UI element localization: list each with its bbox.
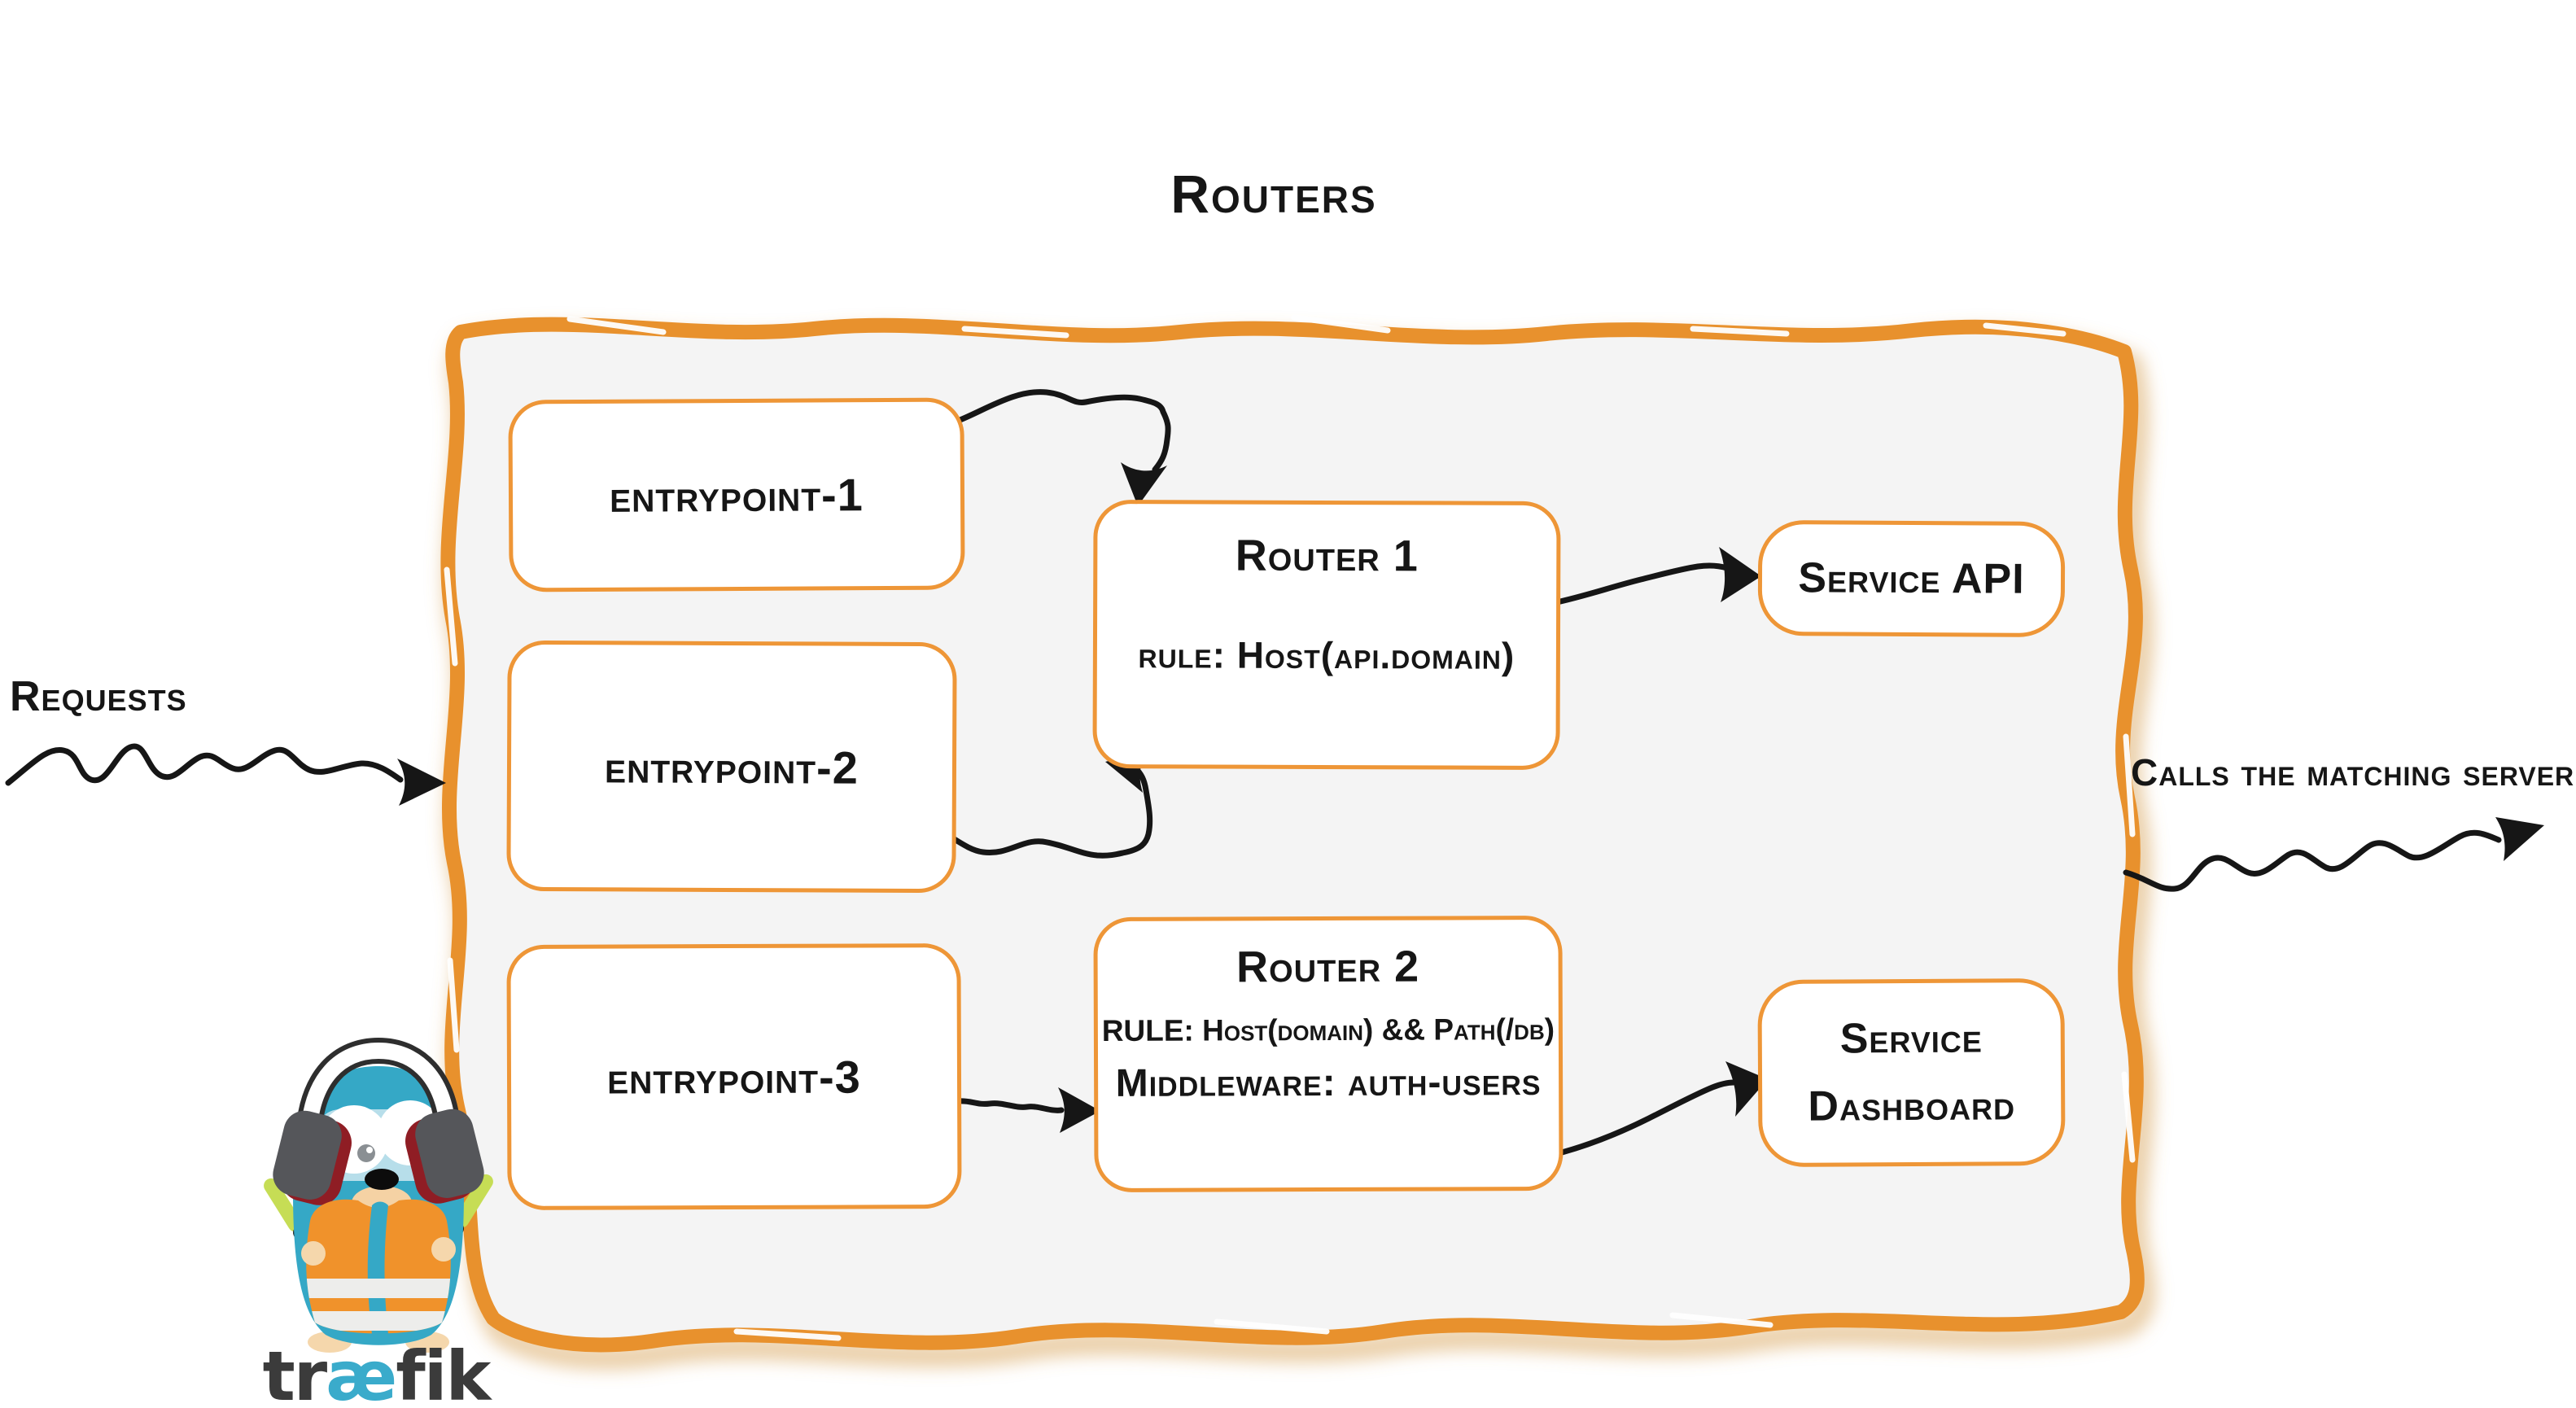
service-api-box: Service API xyxy=(1757,520,2066,637)
router-2-middleware: Middleware: auth-users xyxy=(1115,1060,1542,1105)
calls-matching-server-label: Calls the matching server xyxy=(2131,751,2575,794)
border-texture-streaks xyxy=(444,314,2136,1341)
entrypoint-3-label: entrypoint-3 xyxy=(607,1050,861,1104)
gopher-hand xyxy=(431,1237,456,1262)
entrypoint1-to-router1-arrow xyxy=(955,389,1171,473)
vest-middle-gap xyxy=(367,1201,388,1334)
router2-to-service-dashboard-arrow xyxy=(1559,1079,1737,1156)
entrypoint-1-box: entrypoint-1 xyxy=(508,397,965,592)
entrypoint2-to-router1-arrow xyxy=(939,764,1153,859)
entrypoint-2-box: entrypoint-2 xyxy=(506,640,957,894)
vest-stripes xyxy=(306,1279,451,1331)
service-dashboard-label-line1: Service xyxy=(1839,1014,1983,1063)
router-2-name: Router 2 xyxy=(1236,942,1420,992)
router-1-rule: rule: Host(api.domain) xyxy=(1138,633,1515,677)
wordmark-ae: æ xyxy=(326,1336,397,1408)
requests-label: Requests xyxy=(10,673,187,720)
calls-arrow xyxy=(2123,829,2502,892)
gopher-hand xyxy=(301,1241,326,1266)
headphone-earcup-left xyxy=(273,1110,352,1205)
router-1-box: Router 1 rule: Host(api.domain) xyxy=(1092,499,1561,771)
entrypoint-1-label: entrypoint-1 xyxy=(609,468,864,522)
service-dashboard-label-line2: Dashboard xyxy=(1808,1082,2016,1130)
entrypoint-3-box: entrypoint-3 xyxy=(506,943,962,1210)
gopher-pupil xyxy=(357,1144,375,1162)
router1-to-service-api-arrow xyxy=(1550,562,1730,606)
headphones-band-inner xyxy=(300,1042,457,1138)
router-2-rule: RULE: Host(domain) && Path(/db) xyxy=(1101,1012,1555,1047)
entrypoint3-to-router2-arrow xyxy=(944,1084,1065,1113)
gopher-nose xyxy=(365,1169,399,1190)
pupil-glint xyxy=(366,1147,373,1153)
service-api-label: Service API xyxy=(1798,554,2025,603)
service-dashboard-box: Service Dashboard xyxy=(1757,978,2066,1167)
entrypoint-2-label: entrypoint-2 xyxy=(605,740,859,794)
traefik-wordmark: træfik xyxy=(238,1336,514,1408)
router-2-box: Router 2 RULE: Host(domain) && Path(/db)… xyxy=(1093,915,1564,1193)
router-1-name: Router 1 xyxy=(1235,531,1419,581)
page-title: Routers xyxy=(1170,164,1377,224)
wordmark-part3: fik xyxy=(396,1336,491,1408)
wordmark-part1: tr xyxy=(262,1336,328,1408)
requests-arrow xyxy=(5,743,404,786)
headphone-earcup-right xyxy=(405,1108,484,1204)
traefik-gopher-logo xyxy=(264,1037,493,1353)
